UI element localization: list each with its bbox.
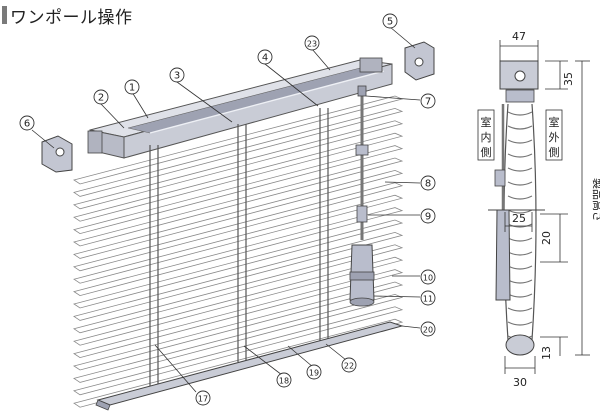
side-view: 47 35 25 20 30 13 製品高さ 室 内 側 室 外 側 bbox=[477, 30, 600, 389]
callout-circle bbox=[420, 290, 436, 306]
callout-circle bbox=[420, 208, 436, 224]
side-slat bbox=[507, 321, 533, 326]
dim-slat-pitch: 20 bbox=[540, 231, 553, 245]
callout-label: 8 bbox=[425, 179, 431, 190]
indoor-char-1: 室 bbox=[481, 115, 492, 129]
side-slat bbox=[507, 111, 533, 116]
callout-label: 2 bbox=[98, 93, 104, 104]
callout-circle bbox=[195, 390, 211, 406]
outdoor-char-2: 外 bbox=[549, 131, 560, 144]
callout-label: 6 bbox=[24, 119, 30, 130]
callout-circle bbox=[19, 115, 35, 131]
side-slat bbox=[507, 251, 533, 256]
side-slat-group bbox=[507, 111, 533, 340]
callout-label: 3 bbox=[174, 71, 180, 82]
callout-circle bbox=[93, 89, 109, 105]
side-slat bbox=[507, 125, 533, 130]
callout-circle bbox=[420, 175, 436, 191]
callout-label: 20 bbox=[423, 326, 433, 335]
callout-circle bbox=[341, 357, 357, 373]
side-slat bbox=[507, 181, 533, 186]
indoor-char-2: 内 bbox=[481, 130, 492, 144]
callout-label: 19 bbox=[309, 369, 319, 378]
head-rail bbox=[89, 59, 393, 159]
callout-label: 9 bbox=[425, 212, 431, 223]
callout-label: 22 bbox=[344, 362, 354, 371]
callout-circle bbox=[124, 79, 140, 95]
callout-circle bbox=[257, 49, 273, 65]
callout-circle bbox=[276, 372, 292, 388]
callout-label: 23 bbox=[307, 40, 317, 49]
side-slat bbox=[507, 237, 533, 242]
side-slat bbox=[507, 139, 533, 144]
callout-label: 11 bbox=[423, 295, 433, 304]
leader-lines bbox=[31, 26, 421, 393]
side-slat bbox=[507, 223, 533, 228]
dim-width-top: 47 bbox=[512, 30, 526, 43]
outdoor-char-3: 側 bbox=[549, 146, 560, 159]
callout-label: 10 bbox=[423, 274, 433, 283]
side-slat bbox=[507, 293, 533, 298]
indoor-char-3: 側 bbox=[481, 146, 492, 159]
outdoor-char-1: 室 bbox=[549, 115, 560, 129]
callout-circle bbox=[169, 67, 185, 83]
callout-circle bbox=[382, 13, 398, 29]
side-slat bbox=[507, 307, 533, 312]
callout-circle bbox=[420, 93, 436, 109]
dim-bottom-height: 13 bbox=[540, 346, 553, 360]
callout-label: 18 bbox=[279, 377, 289, 386]
ladder-cords bbox=[149, 108, 329, 392]
callout-label: 4 bbox=[262, 53, 268, 64]
callout-label: 17 bbox=[198, 395, 208, 404]
callout-label: 1 bbox=[129, 83, 135, 94]
callout-label: 7 bbox=[425, 97, 431, 108]
dim-bottom-width: 30 bbox=[513, 376, 527, 389]
side-slat bbox=[507, 279, 533, 284]
bracket-left bbox=[41, 130, 103, 173]
callout-circle bbox=[420, 321, 436, 337]
callout-circle bbox=[304, 35, 320, 51]
title-text: ワンポール操作 bbox=[10, 7, 133, 28]
page-title: ワンポール操作 bbox=[2, 4, 133, 28]
bracket-right bbox=[359, 41, 435, 81]
callout-label: 5 bbox=[387, 17, 393, 28]
dim-product-height: 製品高さ bbox=[591, 178, 600, 222]
side-slat bbox=[507, 153, 533, 158]
side-slat bbox=[507, 195, 533, 200]
callout-circle bbox=[306, 364, 322, 380]
side-slat bbox=[507, 209, 533, 214]
callout-circle bbox=[420, 269, 436, 285]
dim-height-top: 35 bbox=[562, 72, 575, 86]
side-slat bbox=[507, 265, 533, 270]
title-marker bbox=[2, 6, 7, 24]
indoor-label-box bbox=[477, 109, 495, 161]
side-slat bbox=[507, 167, 533, 172]
outdoor-label-box bbox=[545, 109, 563, 161]
operating-wand bbox=[349, 85, 375, 307]
dim-cord-offset: 25 bbox=[512, 212, 526, 225]
